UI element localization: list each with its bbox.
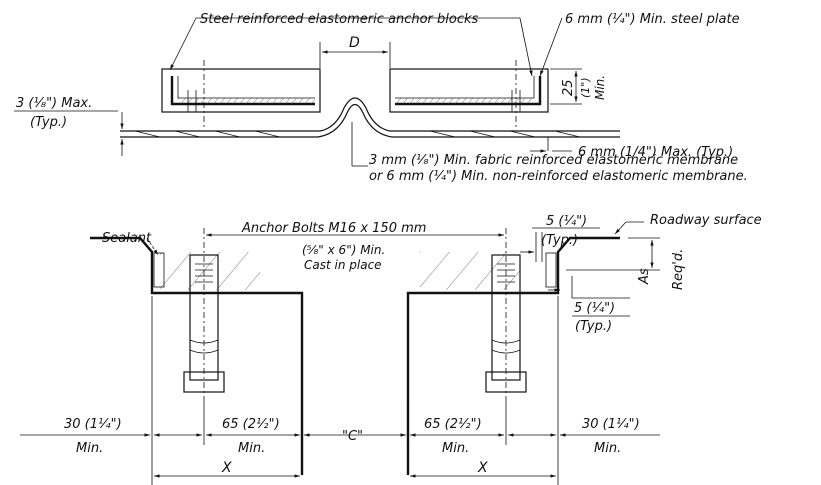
- dimension-chain: [20, 296, 660, 485]
- membrane-label-1: 3 mm (¹⁄₈") Min. fabric reinforced elast…: [369, 153, 738, 168]
- req-label: Req'd.: [671, 249, 686, 290]
- dim-25-label: 25: [561, 79, 576, 96]
- x-left-label: X: [221, 460, 232, 476]
- plate-max-label: 6 mm (1/4") Max. (Typ.): [578, 145, 733, 160]
- membrane-label-2: or 6 mm (¹⁄₄") Min. non-reinforced elast…: [369, 169, 748, 184]
- anchor-bolts-label-1: Anchor Bolts M16 x 150 mm: [241, 221, 426, 236]
- max-gap-label: 3 (¹⁄₈") Max.: [16, 96, 92, 111]
- five-bot-label: 5 (¹⁄₄"): [574, 301, 615, 316]
- dim-25-in-label: (1"): [579, 77, 592, 98]
- roadway-surface-label: Roadway surface: [650, 213, 762, 228]
- dim-65-left-label: 65 (2¹⁄₂"): [222, 417, 280, 432]
- anchor-bolts-label-3: Cast in place: [304, 258, 382, 272]
- min-65-right-label: Min.: [442, 441, 469, 456]
- dim-c-label: "C": [342, 429, 363, 444]
- five-top-label: 5 (¹⁄₄"): [546, 214, 587, 229]
- x-right-label: X: [477, 460, 488, 476]
- elastomeric-membrane: [120, 97, 620, 138]
- as-label: As: [637, 268, 652, 285]
- left-anchor-block: [161, 60, 321, 128]
- right-deck: [406, 228, 620, 475]
- left-deck: [90, 228, 304, 475]
- anchor-bolts-label-2: (⁵⁄₈" x 6") Min.: [302, 243, 385, 257]
- steel-plate-label: 6 mm (¹⁄₄") Min. steel plate: [565, 12, 740, 27]
- dim-d-label: D: [349, 35, 360, 51]
- five-top-typ-label: (Typ.): [541, 233, 578, 248]
- anchor-blocks-label: Steel reinforced elastomeric anchor bloc…: [200, 12, 479, 27]
- min-30-left-label: Min.: [76, 441, 103, 456]
- dim-25-min-label: Min.: [593, 75, 607, 100]
- max-gap-typ-label: (Typ.): [30, 115, 67, 130]
- min-30-right-label: Min.: [594, 441, 621, 456]
- right-anchor-block: [389, 60, 549, 128]
- min-65-left-label: Min.: [238, 441, 265, 456]
- sealant-label: Sealant: [102, 231, 152, 246]
- dim-30-left-label: 30 (1¹⁄₄"): [64, 417, 122, 432]
- dim-65-right-label: 65 (2¹⁄₂"): [424, 417, 482, 432]
- five-bot-typ-label: (Typ.): [575, 319, 612, 334]
- dim-30-right-label: 30 (1¹⁄₄"): [582, 417, 640, 432]
